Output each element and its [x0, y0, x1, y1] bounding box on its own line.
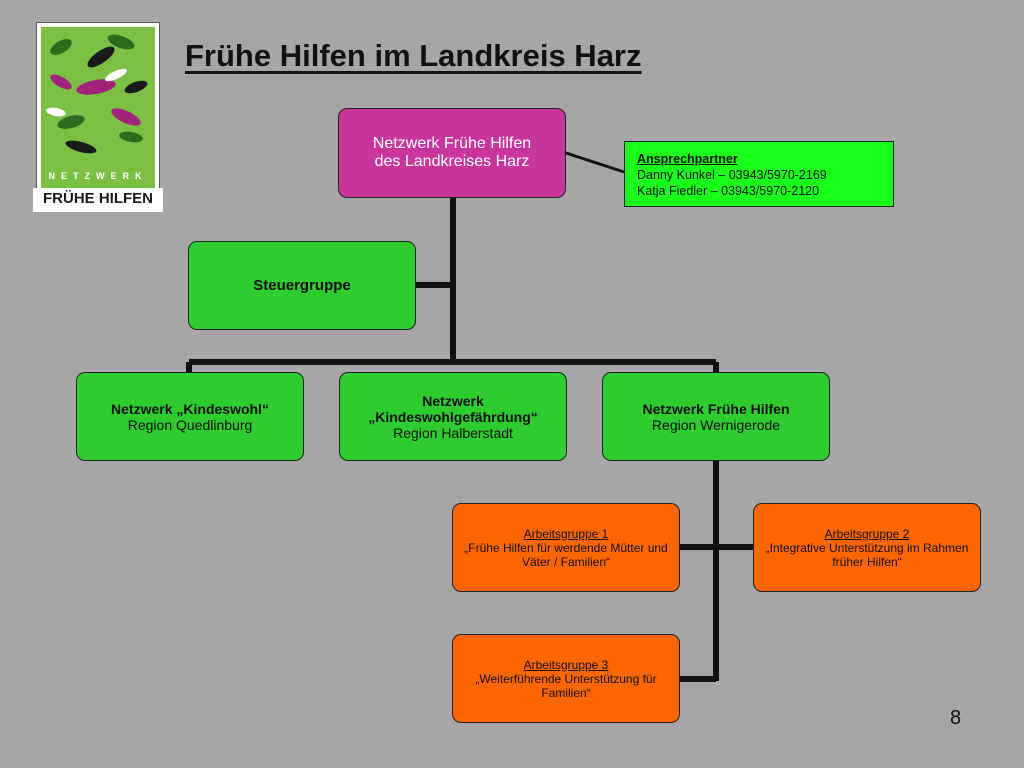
logo-background: NETZWERK [41, 27, 155, 207]
network-quedlinburg-line2: Region Quedlinburg [127, 416, 253, 433]
contact-box: Ansprechpartner Danny Kunkel – 03943/597… [624, 141, 894, 207]
contact-heading: Ansprechpartner [637, 152, 738, 166]
network-wernigerode-line2: Region Wernigerode [651, 416, 781, 433]
slide-title: Frühe Hilfen im Landkreis Harz [185, 38, 642, 73]
workgroup-1-box: Arbeitsgruppe 1 „Frühe Hilfen für werden… [452, 503, 680, 592]
workgroup-1-line2: Väter / Familien“ [521, 554, 611, 569]
workgroup-3-heading: Arbeitsgruppe 3 [523, 657, 609, 672]
steering-label: Steuergruppe [253, 277, 351, 294]
workgroup-2-box: Arbeitsgruppe 2 „Integrative Unterstützu… [753, 503, 981, 592]
network-halberstadt-line3: Region Halberstadt [393, 424, 513, 441]
logo-text-netzwerk: NETZWERK [48, 171, 148, 181]
page-number: 8 [950, 707, 962, 729]
steering-group-box: Steuergruppe [188, 241, 416, 330]
network-logo: NETZWERK FRÜHE HILFEN [33, 22, 163, 212]
root-network-box: Netzwerk Frühe Hilfen des Landkreises Ha… [338, 108, 566, 198]
network-quedlinburg-line1: Netzwerk „Kindeswohl“ [111, 400, 269, 417]
workgroup-3-line1: „Weiterführende Unterstützung für [475, 671, 657, 686]
workgroup-1-heading: Arbeitsgruppe 1 [523, 526, 609, 541]
network-wernigerode-line1: Netzwerk Frühe Hilfen [642, 400, 790, 417]
root-line2: des Landkreises Harz [374, 153, 530, 170]
root-line1: Netzwerk Frühe Hilfen [372, 135, 532, 152]
network-halberstadt-box: Netzwerk „Kindeswohlgefährdung“ Region H… [339, 372, 567, 461]
hands-icon [46, 34, 148, 154]
network-halberstadt-line2: „Kindeswohlgefährdung“ [368, 408, 538, 425]
network-wernigerode-box: Netzwerk Frühe Hilfen Region Wernigerode [602, 372, 830, 461]
workgroup-2-line1: „Integrative Unterstützung im Rahmen [765, 540, 969, 555]
workgroup-1-line1: „Frühe Hilfen für werdende Mütter und [464, 540, 668, 555]
network-halberstadt-line1: Netzwerk [422, 392, 484, 409]
workgroup-3-line2: Familien“ [541, 685, 591, 700]
contact-person1: Danny Kunkel – 03943/5970-2169 [637, 168, 827, 182]
network-quedlinburg-box: Netzwerk „Kindeswohl“ Region Quedlinburg [76, 372, 304, 461]
workgroup-2-heading: Arbeitsgruppe 2 [824, 526, 910, 541]
contact-connector-line [562, 150, 625, 174]
logo-text-fruehe-hilfen: FRÜHE HILFEN [33, 188, 163, 212]
workgroup-2-line2: früher Hilfen“ [832, 554, 902, 569]
contact-person2: Katja Fiedler – 03943/5970-2120 [637, 184, 820, 198]
workgroup-3-box: Arbeitsgruppe 3 „Weiterführende Unterstü… [452, 634, 680, 723]
